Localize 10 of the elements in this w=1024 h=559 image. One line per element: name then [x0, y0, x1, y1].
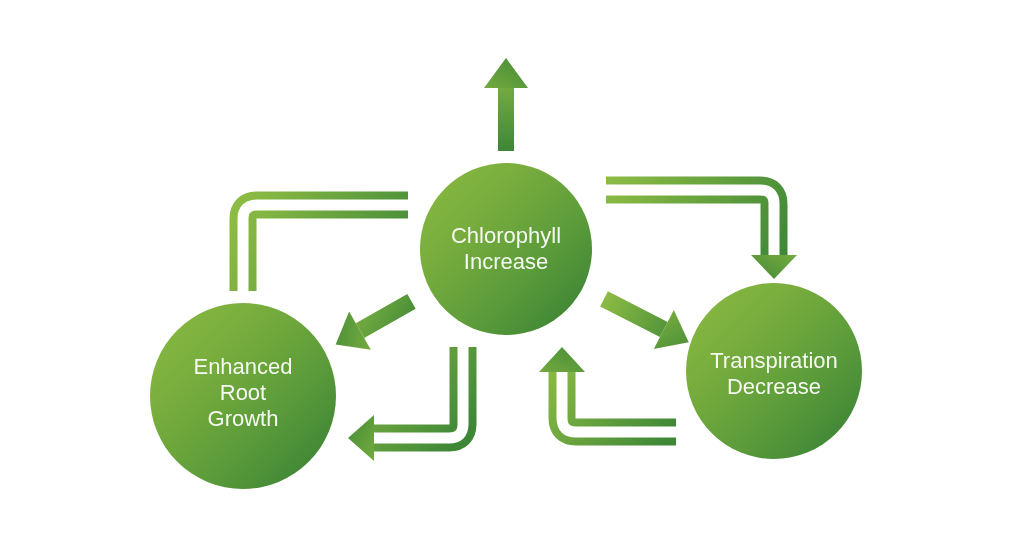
- double-line-arrow: [606, 176, 797, 279]
- arrow: [335, 294, 416, 350]
- double-line-connector: [229, 191, 408, 291]
- arrow: [484, 58, 528, 151]
- double-line-arrow: [539, 347, 676, 446]
- node-label: Chlorophyll Increase: [449, 223, 563, 275]
- node-label: Transpiration Decrease: [709, 348, 839, 400]
- arrow: [600, 291, 689, 350]
- node-label: Enhanced Root Growth: [192, 354, 294, 432]
- double-line-arrow: [348, 347, 477, 461]
